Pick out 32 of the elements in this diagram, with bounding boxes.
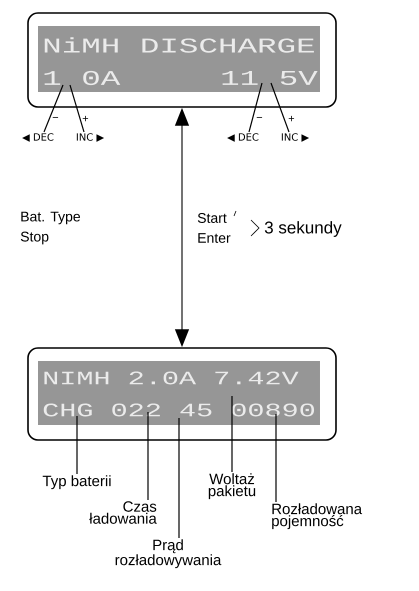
leader-line [248,82,263,132]
display-text: NIMH 2.0A 7.42V [44,372,299,384]
leader-line [231,396,233,472]
leader-line [43,84,64,132]
leader-label: ◀ DEC [227,133,258,142]
leader-line [69,84,85,132]
sign-label: + [82,116,88,122]
leader-label: Prąd rozładowywania [116,539,222,568]
leader-label: ◀ DEC [22,133,54,142]
leader-line [76,416,78,474]
label: Stop [20,232,48,244]
sign-label: + [288,116,294,122]
leader-line [275,414,277,502]
leader-label: Czas ładowania [89,501,157,524]
leader-label: Typ baterii [42,475,111,490]
label: Enter [198,233,230,243]
leader-label: INC ▶ [282,133,310,142]
label: Start [198,213,227,223]
display-text: 1 0A [44,70,120,86]
display-text: 11 5V [222,70,318,86]
leader-line [147,412,149,500]
leader-label: Woltaż pakietu [208,473,256,500]
leader-line [270,82,290,132]
leader-label: INC ▶ [76,133,104,142]
label: 3 sekundy [264,221,342,237]
leader-line [178,418,180,538]
display-text: CHG 022 45 00890 [44,404,314,416]
label: Bat. Type [21,212,80,224]
sign-label: − [52,116,58,118]
display-text: NiMH DISCHARGE [44,37,314,53]
sign-label: − [256,116,262,118]
leader-label: Rozładowana pojemność [272,503,362,530]
